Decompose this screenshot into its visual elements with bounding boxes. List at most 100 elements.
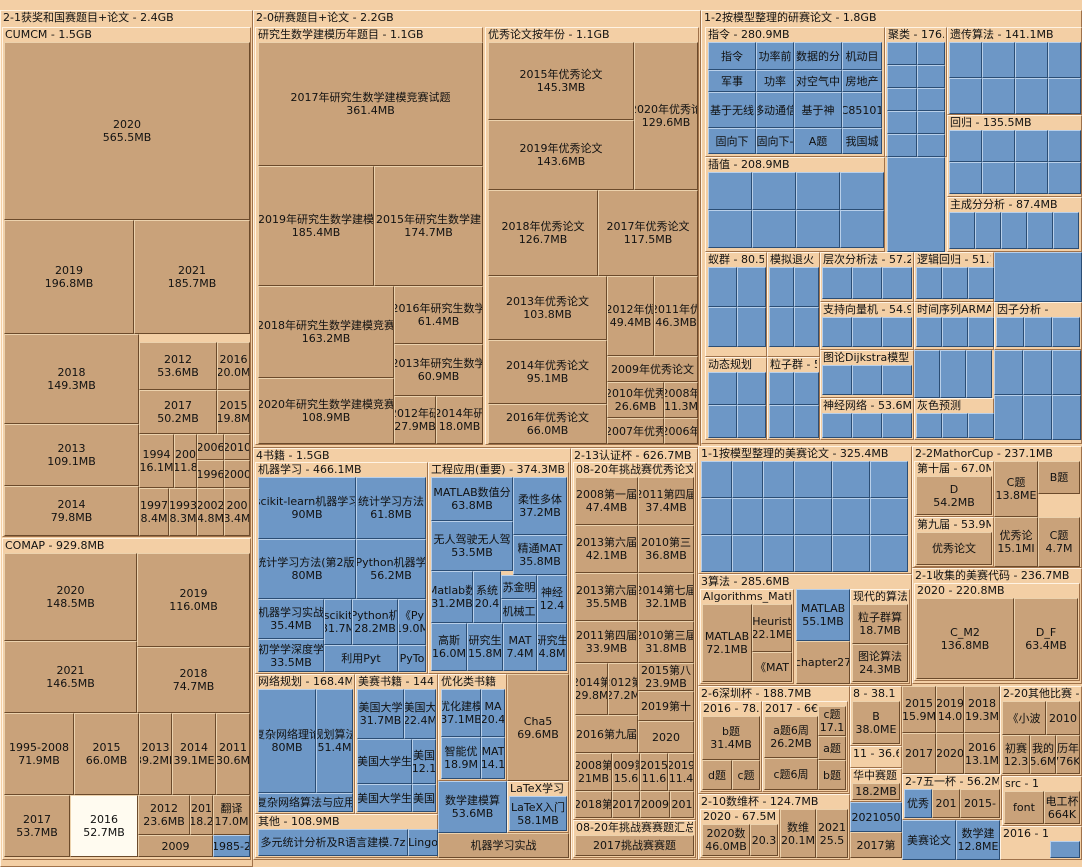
file-tile[interactable]: 优秀 <box>904 789 932 818</box>
file-tile[interactable]: 房地产 <box>842 70 882 92</box>
file-tile[interactable]: 机器学习实战 <box>438 833 569 858</box>
file-tile[interactable]: c题6周 <box>764 758 818 790</box>
file-tile[interactable] <box>917 42 945 65</box>
file-tile[interactable] <box>832 461 870 498</box>
file-tile[interactable]: PyTo <box>398 645 426 672</box>
file-tile[interactable] <box>822 267 852 299</box>
file-tile[interactable]: A题 <box>794 128 842 154</box>
file-tile[interactable] <box>982 162 1015 194</box>
file-tile[interactable] <box>732 498 763 535</box>
file-tile[interactable] <box>914 350 940 398</box>
file-tile[interactable]: 201 <box>932 789 960 818</box>
file-tile[interactable]: 2000 <box>224 460 250 488</box>
file-tile[interactable]: 201339.2ME <box>139 713 172 795</box>
file-tile[interactable] <box>752 210 796 248</box>
file-tile[interactable]: Matlab数31.2MB <box>431 571 473 623</box>
file-tile[interactable]: 2011年优46.3MB <box>654 276 698 356</box>
file-tile[interactable]: 基于无线 <box>708 92 756 128</box>
file-tile[interactable]: 苏金明 <box>501 575 537 599</box>
file-tile[interactable]: 201 <box>670 791 694 818</box>
file-tile[interactable]: B题 <box>1038 461 1080 494</box>
file-tile[interactable] <box>769 405 794 438</box>
file-tile[interactable] <box>822 413 852 438</box>
file-tile[interactable] <box>1052 350 1081 395</box>
file-tile[interactable] <box>942 317 968 347</box>
file-tile[interactable]: 2021050 <box>850 802 902 832</box>
file-tile[interactable]: 统计学习方法(第2版)80MB <box>258 539 356 599</box>
file-tile[interactable] <box>882 365 912 395</box>
file-tile[interactable]: c题 <box>732 760 760 790</box>
file-tile[interactable] <box>840 210 884 248</box>
file-tile[interactable] <box>975 212 1001 249</box>
folder-g13[interactable]: 11 - 36.6 <box>850 746 902 768</box>
file-tile[interactable]: 2010 <box>1046 701 1080 735</box>
file-tile[interactable] <box>887 134 917 157</box>
file-tile[interactable] <box>949 42 982 78</box>
file-tile[interactable] <box>732 535 763 572</box>
file-tile[interactable] <box>832 498 870 535</box>
file-tile[interactable]: 《Py19.0M <box>398 599 426 645</box>
file-tile[interactable] <box>1053 212 1079 249</box>
file-tile[interactable] <box>708 405 737 438</box>
file-tile[interactable]: d题 <box>702 760 732 790</box>
file-tile[interactable] <box>887 111 917 134</box>
file-tile[interactable] <box>708 210 752 248</box>
file-tile[interactable]: 美国大学生 <box>357 784 412 812</box>
file-tile[interactable] <box>1015 78 1048 114</box>
file-tile[interactable]: 2019第十 <box>638 691 694 721</box>
file-tile[interactable]: 2020 <box>936 733 964 774</box>
file-tile[interactable]: 2008年11.3M <box>664 382 698 418</box>
file-tile[interactable] <box>737 307 766 347</box>
file-tile[interactable] <box>1048 42 1081 78</box>
file-tile[interactable] <box>917 65 945 88</box>
file-tile[interactable] <box>949 130 982 162</box>
file-tile[interactable] <box>887 157 945 252</box>
file-tile[interactable] <box>916 317 942 347</box>
file-tile[interactable] <box>1015 130 1048 162</box>
file-tile[interactable] <box>708 372 737 405</box>
file-tile[interactable] <box>832 535 870 572</box>
file-tile[interactable] <box>1027 212 1053 249</box>
file-tile[interactable] <box>708 267 737 307</box>
file-tile[interactable] <box>916 267 942 299</box>
file-tile[interactable]: 《MAT <box>752 652 792 682</box>
file-tile[interactable] <box>1023 350 1052 395</box>
file-tile[interactable] <box>994 252 1082 302</box>
file-tile[interactable]: 机动目 <box>842 42 882 70</box>
file-tile[interactable]: 2007年优秀 <box>607 418 664 444</box>
file-tile[interactable] <box>701 535 732 572</box>
file-tile[interactable]: font <box>1004 791 1044 824</box>
